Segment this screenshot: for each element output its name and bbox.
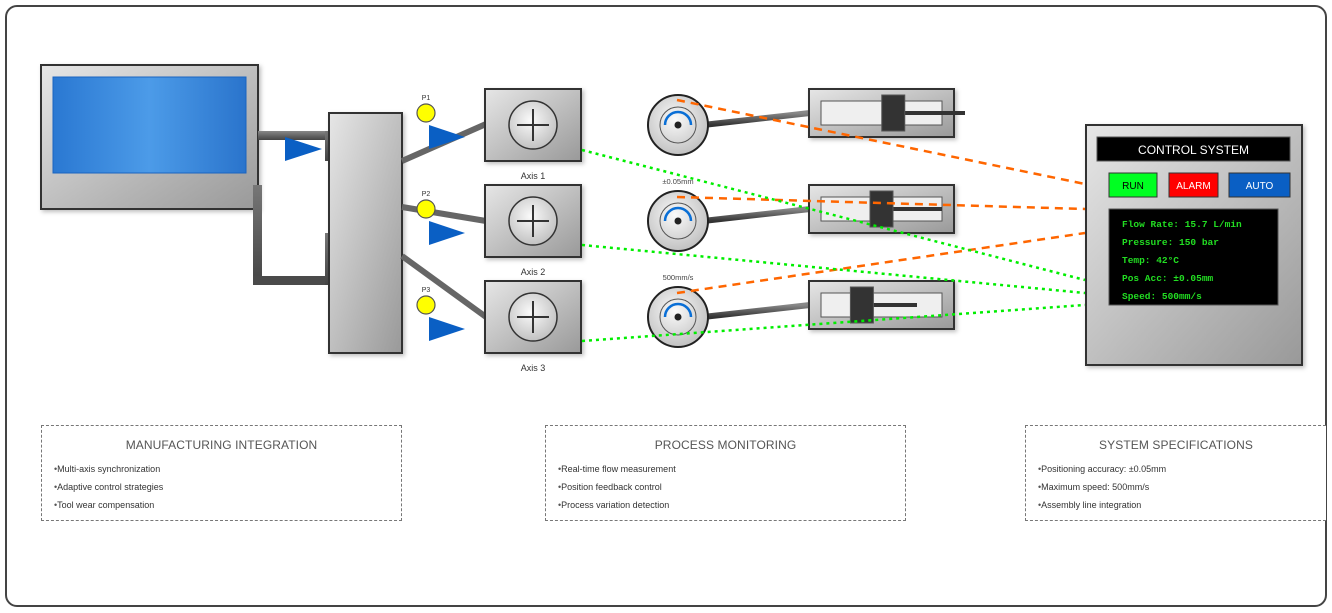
cylinder-3 <box>808 280 955 330</box>
readout-line: Pos Acc: ±0.05mm <box>1122 273 1214 284</box>
info-box-title: SYSTEM SPECIFICATIONS <box>1099 438 1253 452</box>
info-box-list: Positioning accuracy: ±0.05mm Maximum sp… <box>1026 460 1326 514</box>
axis-label: Axis 2 <box>521 267 546 277</box>
piston-rod <box>904 111 965 115</box>
gauge-label: 500mm/s <box>663 273 694 282</box>
pump-3: P3 <box>416 287 465 341</box>
pump-indicator-icon <box>416 199 436 219</box>
pump-indicator-icon <box>416 103 436 123</box>
info-item: Real-time flow measurement <box>558 460 905 478</box>
gauge-arc <box>663 110 693 126</box>
feedback-lines-green <box>581 148 1086 343</box>
readout-line: Speed: 500mm/s <box>1122 291 1202 302</box>
signal-line-green-1 <box>581 148 1086 282</box>
info-item: Process variation detection <box>558 496 905 514</box>
control-title: CONTROL SYSTEM <box>1138 143 1249 157</box>
info-item: Multi-axis synchronization <box>54 460 401 478</box>
readout-line: Pressure: 150 bar <box>1122 237 1219 248</box>
axis-3: Axis 3 <box>484 280 582 373</box>
auto-button[interactable]: AUTO <box>1228 172 1291 198</box>
flow-arrow-icon <box>429 125 465 149</box>
piston-rod <box>873 303 917 307</box>
cylinder-2 <box>808 184 955 234</box>
reservoir-tank <box>40 64 259 210</box>
info-item: Positioning accuracy: ±0.05mm <box>1038 460 1326 478</box>
cylinder-1 <box>808 88 965 138</box>
info-item: Position feedback control <box>558 478 905 496</box>
flow-arrow-icon <box>429 317 465 341</box>
status-display <box>1108 208 1279 306</box>
control-title-bar <box>1096 136 1291 162</box>
control-system-panel: CONTROL SYSTEM RUN ALARM AUTO Flow Rate:… <box>1085 124 1303 366</box>
run-button[interactable]: RUN <box>1108 172 1158 198</box>
axis-label: Axis 1 <box>521 171 546 181</box>
signal-line-orange-3 <box>676 231 1086 295</box>
run-button-label: RUN <box>1122 181 1144 192</box>
pump-indicator-icon <box>416 295 436 315</box>
auto-button-label: AUTO <box>1246 181 1274 192</box>
flow-arrow-icon <box>429 221 465 245</box>
gauge-1 <box>647 94 811 156</box>
gauge-rod <box>702 206 811 224</box>
info-box-title: PROCESS MONITORING <box>654 438 797 452</box>
gauge-rod <box>702 302 811 320</box>
gauge-arc <box>663 302 693 318</box>
info-item: Maximum speed: 500mm/s <box>1038 478 1326 496</box>
pump-label: P1 <box>422 95 431 102</box>
piston-head <box>881 94 906 132</box>
pump-label: P3 <box>422 287 431 294</box>
signal-line-green-3 <box>581 303 1086 343</box>
axis-supply-lines <box>400 121 488 320</box>
info-box-process-monitoring: PROCESS MONITORING Real-time flow measur… <box>545 425 906 521</box>
signal-line-green-2 <box>581 243 1086 295</box>
signal-line-orange-2 <box>676 195 1086 211</box>
pump-2: P2 <box>416 191 465 245</box>
info-box-system-specifications: SYSTEM SPECIFICATIONS Positioning accura… <box>1025 425 1326 521</box>
info-item: Tool wear compensation <box>54 496 401 514</box>
gauge-label: ±0.05mm <box>662 177 693 186</box>
readout-line: Temp: 42°C <box>1122 255 1179 266</box>
gauge-2: ±0.05mm <box>647 177 811 252</box>
info-box-list: Multi-axis synchronization Adaptive cont… <box>42 460 401 514</box>
axis-2: Axis 2 <box>484 184 582 277</box>
axis-1: Axis 1 <box>484 88 582 181</box>
alarm-button-label: ALARM <box>1176 181 1210 192</box>
pump-label: P2 <box>422 191 431 198</box>
feedback-lines-orange <box>676 98 1086 295</box>
piston-head <box>849 286 874 324</box>
info-item: Adaptive control strategies <box>54 478 401 496</box>
readout-line: Flow Rate: 15.7 L/min <box>1122 219 1242 230</box>
info-item: Assembly line integration <box>1038 496 1326 514</box>
piston-head <box>869 190 894 228</box>
gauge-arc <box>663 206 693 222</box>
tank-fluid <box>52 76 247 174</box>
gauge-3: 500mm/s <box>647 273 811 348</box>
info-box-title: MANUFACTURING INTEGRATION <box>125 438 318 452</box>
gauge-rod <box>702 110 811 128</box>
pump-1: P1 <box>416 95 465 149</box>
alarm-button[interactable]: ALARM <box>1168 172 1219 198</box>
info-box-list: Real-time flow measurement Position feed… <box>546 460 905 514</box>
manifold-block <box>328 112 403 354</box>
info-box-manufacturing-integration: MANUFACTURING INTEGRATION Multi-axis syn… <box>41 425 402 521</box>
piston-rod <box>893 207 942 211</box>
axis-label: Axis 3 <box>521 363 546 373</box>
flow-arrow-icon <box>285 137 322 161</box>
